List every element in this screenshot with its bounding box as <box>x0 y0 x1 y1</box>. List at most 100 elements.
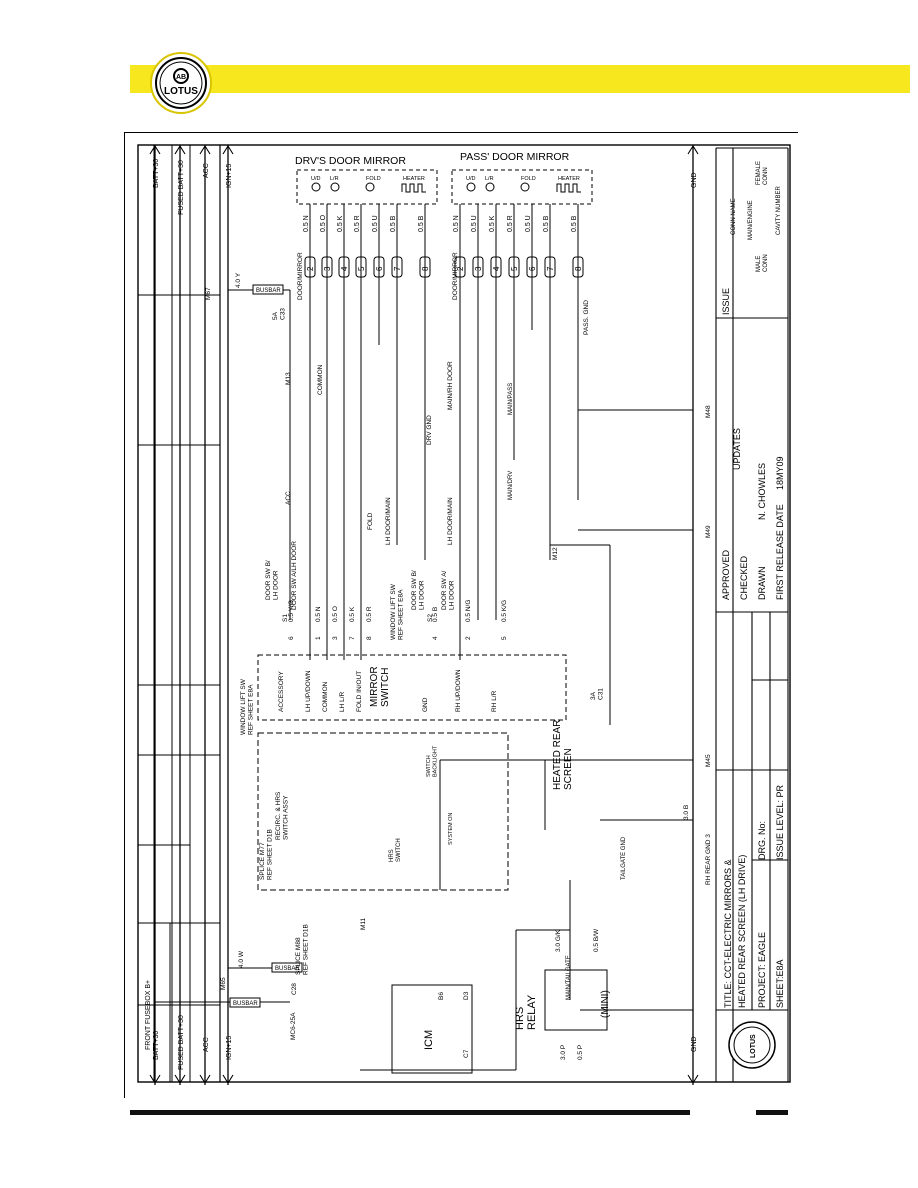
switch-pin-number: 6 <box>288 636 295 640</box>
pass-wire-label: 0.5 K <box>489 215 496 232</box>
arrow-icon <box>687 1074 699 1085</box>
door-sw-a-lh-label: DOOR SW A/ <box>441 570 448 610</box>
motor-icon <box>520 182 530 192</box>
rail-label-acc-bottom: ACC <box>203 1037 210 1052</box>
arrow-icon <box>199 1074 211 1085</box>
wire-40y-label: 4.0 Y <box>235 272 242 288</box>
pass-mirror-title: PASS' DOOR MIRROR <box>460 151 570 163</box>
switch-pin-name: RH UP/DOWN <box>455 669 462 712</box>
window-lift-ref-label: WINDOW LIFT SW <box>390 583 397 640</box>
icm-box <box>391 984 473 1074</box>
main-pass-label: MAIN/PASS <box>508 383 514 415</box>
pass-heater-label: HEATER <box>558 176 580 182</box>
rail-label-fused-bottom: FUSED BATT+30 <box>178 1015 185 1070</box>
arrow-icon <box>149 1074 161 1085</box>
drv-fold-label: FOLD <box>366 176 381 182</box>
acc-label: ACC <box>285 491 292 505</box>
rh-rear-gnd-label: RH REAR GND 3 <box>705 834 712 885</box>
legend-conn-name: CONN NAME <box>731 198 737 235</box>
m67-label: M67 <box>205 287 212 300</box>
pass-wire-label: 0.5 U <box>525 215 532 232</box>
busbar-label: BUSBAR <box>275 966 300 972</box>
switch-wire-label: 0.5 N/G <box>465 600 472 622</box>
wire-30b-label: 3.0 B <box>683 805 690 820</box>
motor-icon <box>311 182 321 192</box>
m65-label: M65 <box>220 977 227 990</box>
rail-label-gnd-bottom: GND <box>691 1036 698 1052</box>
tailgate-gnd-label: TAILGATE GND <box>621 836 627 880</box>
fuse-c31-label: C31 <box>598 688 605 700</box>
drv-wire-label: 0.5 O <box>320 214 327 232</box>
drv-wire-label: 0.5 U <box>372 215 379 232</box>
m13-label: M13 <box>285 372 292 385</box>
drawn-by-value: N. CHOWLES <box>757 463 767 520</box>
sheet-label: SHEET:E8A <box>775 959 785 1008</box>
m45-label: M45 <box>705 754 712 767</box>
s1-label: S1 <box>282 614 289 622</box>
first-release-label: FIRST RELEASE DATE <box>775 504 785 600</box>
legend-male: MALE <box>756 256 762 272</box>
motor-icon <box>466 182 476 192</box>
heated-screen-title: SCREEN <box>563 748 574 790</box>
logo-text: LOTUS <box>164 86 198 97</box>
fuse-c33-label: C33 <box>280 308 287 320</box>
motor-icon <box>485 182 495 192</box>
header-banner <box>130 65 910 93</box>
drv-wire-label: 0.5 B <box>418 215 425 232</box>
front-fusebox-label: FRONT FUSEBOX B+ <box>145 980 152 1050</box>
window-lift-ref-label: WINDOW LIFT SW <box>240 678 247 735</box>
drv-lr-label: L/R <box>330 176 339 182</box>
wire-30p-label: 3.0 P <box>560 1045 567 1060</box>
mirror-switch-box <box>257 654 567 721</box>
rail-label-ign-bottom: IGN+15 <box>226 1036 233 1060</box>
common-label: COMMON <box>317 364 324 395</box>
hrs-switch-label: SWITCH <box>396 838 402 862</box>
heater-element-icon <box>401 183 426 193</box>
drv-wire-label: 0.5 N <box>303 215 310 232</box>
switch-pin-name: FOLD IN/OUT <box>356 671 363 712</box>
switch-pin-number: 8 <box>366 636 373 640</box>
heater-element-icon <box>556 183 581 193</box>
door-sw-b-lh-label: LH DOOR <box>419 580 426 610</box>
busbar-label: BUSBAR <box>256 288 281 294</box>
d3-label: D3 <box>463 991 470 1000</box>
drg-no-label: DRG. No: <box>757 821 767 860</box>
c7-label: C7 <box>463 1049 470 1058</box>
issue-level-label: ISSUE LEVEL: PR <box>775 784 785 860</box>
pass-wire-label: 0.5 B <box>571 215 578 232</box>
pass-wire-label: 0.5 R <box>507 215 514 232</box>
rail-label-fused: FUSED BATT+30 <box>178 160 185 215</box>
motor-icon <box>365 182 375 192</box>
busbar-tag <box>252 284 284 295</box>
m11-label: M11 <box>360 917 367 930</box>
splice-m88-label: REF SHEET D1B <box>303 924 310 975</box>
footer-page-marker <box>756 1110 788 1115</box>
splice-m77-label: REF SHEET D1B <box>267 829 274 880</box>
title-logo-text: LOTUS <box>750 1034 757 1058</box>
release-date-value: 18MY09 <box>775 456 785 490</box>
door-sw-a-lh-label: LH DOOR <box>449 580 456 610</box>
title-block-logo: LOTUS <box>728 1021 776 1069</box>
rail-label-batt-bottom: BATT+30 <box>153 1031 160 1060</box>
hrs-switch-assy-box <box>257 732 509 891</box>
door-sw-b-label: DOOR SW B/ <box>265 560 272 600</box>
busbar-label: BUSBAR <box>233 1001 258 1007</box>
switch-backlight-label: BACKLIGHT <box>433 745 439 777</box>
switch-wire-label: 0.5 B <box>432 607 439 622</box>
recirc-label: RECIRC. & HRS <box>275 791 282 840</box>
wire-05p-label: 0.5 P <box>577 1045 584 1060</box>
drv-gnd-label: DRV GND <box>426 415 433 445</box>
splice-m77-label: SPLICE M77 <box>259 842 266 880</box>
switch-pin-name: LH L/R <box>339 691 346 712</box>
lh-door-main-label: LH DOOR/MAIN <box>447 497 454 545</box>
switch-pin-number: 2 <box>465 636 472 640</box>
pass-lr-label: L/R <box>485 176 494 182</box>
arrow-icon <box>149 144 161 155</box>
switch-pin-name: ACCESSORY <box>278 671 285 712</box>
fold-label: FOLD <box>367 512 374 530</box>
switch-pin-name: GND <box>422 697 429 712</box>
drawn-label: DRAWN <box>757 566 767 600</box>
pass-gnd-label: PASS. GND <box>583 300 590 335</box>
svg-text:AB: AB <box>176 74 186 81</box>
